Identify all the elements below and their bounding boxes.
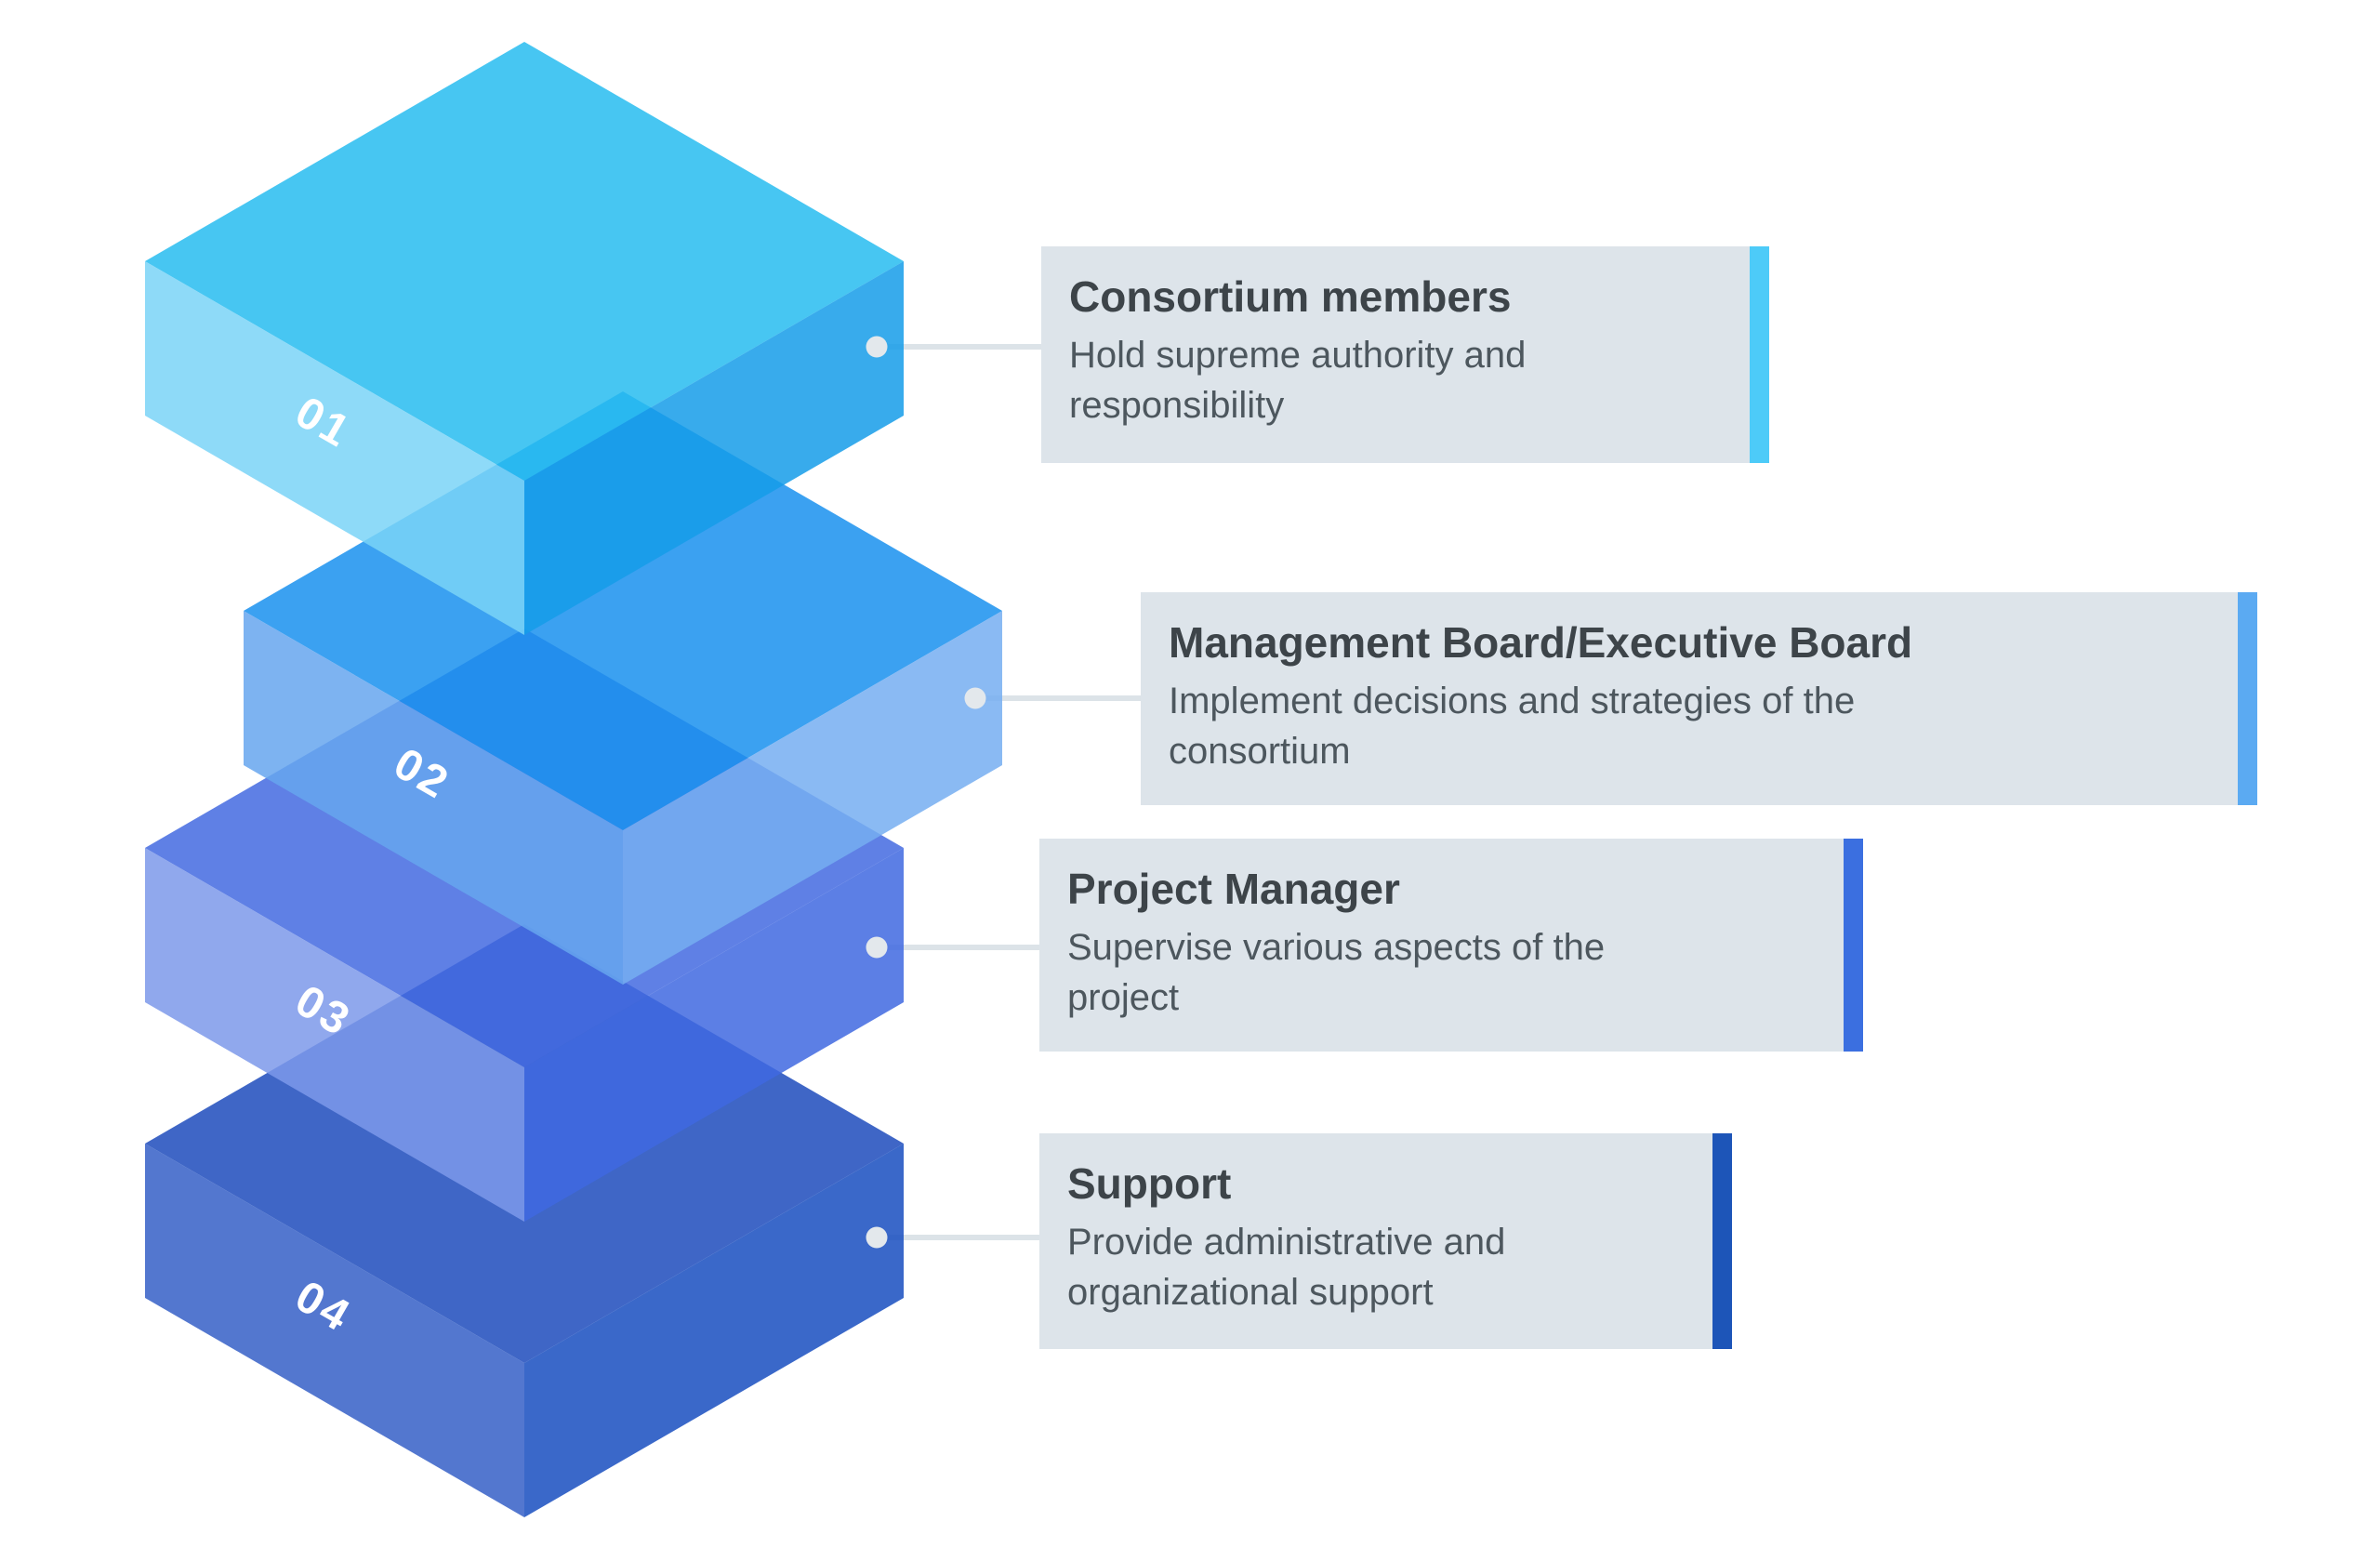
info-card-support: Support Provide administrative and organ… [1039,1133,1732,1349]
block-01-right-face [524,261,904,635]
info-card-project-manager: Project Manager Supervise various aspect… [1039,839,1863,1052]
info-card-management-board: Management Board/Executive Board Impleme… [1141,592,2257,805]
card-title: Management Board/Executive Board [1169,618,1913,667]
connector-dot-3 [866,936,888,959]
connector-dot-4 [866,1226,888,1249]
card-body: Consortium members Hold supreme authorit… [1041,246,1750,463]
connector-dot-1 [866,336,888,358]
card-description: Provide administrative and organizationa… [1067,1222,1506,1313]
connectors [877,344,1150,1240]
card-title: Project Manager [1067,865,1400,913]
card-description: Hold supreme authority and responsibilit… [1069,335,1527,426]
card-body: Project Manager Supervise various aspect… [1039,839,1844,1052]
card-title: Consortium members [1069,272,1512,321]
card-accent-bar [1712,1133,1732,1349]
block-03-right-face [524,848,904,1222]
block-02-right-face [623,611,1002,985]
block-03-left-face [145,848,524,1222]
block-02-left-face [244,611,623,985]
card-description: Supervise various aspects of the project [1067,927,1606,1018]
connector-dot-2 [964,687,986,709]
layer-block-01: 01 [145,42,904,635]
card-accent-bar [1750,246,1769,463]
card-description: Implement decisions and strategies of th… [1169,681,1856,772]
card-accent-bar [1844,839,1863,1052]
connector-dots [866,336,986,1249]
block-04-left-face [145,1144,524,1517]
card-body: Management Board/Executive Board Impleme… [1141,592,2238,805]
card-title: Support [1067,1159,1232,1208]
info-card-consortium-members: Consortium members Hold supreme authorit… [1041,246,1769,463]
card-accent-bar [2238,592,2257,805]
block-04-right-face [524,1144,904,1517]
card-body: Support Provide administrative and organ… [1039,1133,1712,1349]
block-01-left-face [145,261,524,635]
